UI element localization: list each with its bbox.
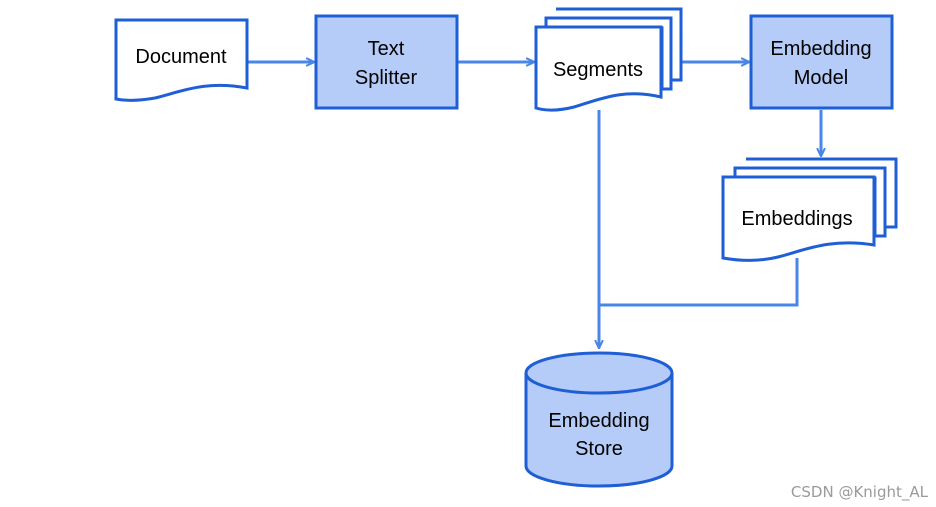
embeddings-node: Embeddings <box>721 157 898 262</box>
document-shape <box>114 18 249 102</box>
embedding-model-label-line2: Model <box>794 67 848 89</box>
embedding-store-label-line1: Embedding <box>548 410 649 432</box>
embedding-store-top <box>524 351 674 395</box>
segments-node: Segments <box>534 7 683 112</box>
text-splitter-label-line1: Text <box>368 38 405 60</box>
document-label: Document <box>135 46 227 68</box>
watermark: CSDN @Knight_AL <box>790 483 928 501</box>
text-splitter-label-line2: Splitter <box>355 67 418 89</box>
embedding-model-label-line1: Embedding <box>770 38 871 60</box>
segments-label: Segments <box>553 59 643 81</box>
text-splitter-node: Text Splitter <box>314 14 459 110</box>
connectors <box>247 62 821 348</box>
embedding-store-label-line2: Store <box>575 438 623 460</box>
embedding-model-node: Embedding Model <box>749 14 894 110</box>
embeddings-label: Embeddings <box>741 208 852 230</box>
embedding-model-box <box>749 14 894 110</box>
embeddings-sheet-front <box>721 175 876 262</box>
embedding-store-body <box>524 373 674 488</box>
document-node: Document <box>114 18 249 102</box>
segments-sheet-front <box>534 25 663 112</box>
embedding-store-node: Embedding Store <box>524 351 674 488</box>
text-splitter-box <box>314 14 459 110</box>
line-embeddings-to-store-join <box>599 258 799 307</box>
